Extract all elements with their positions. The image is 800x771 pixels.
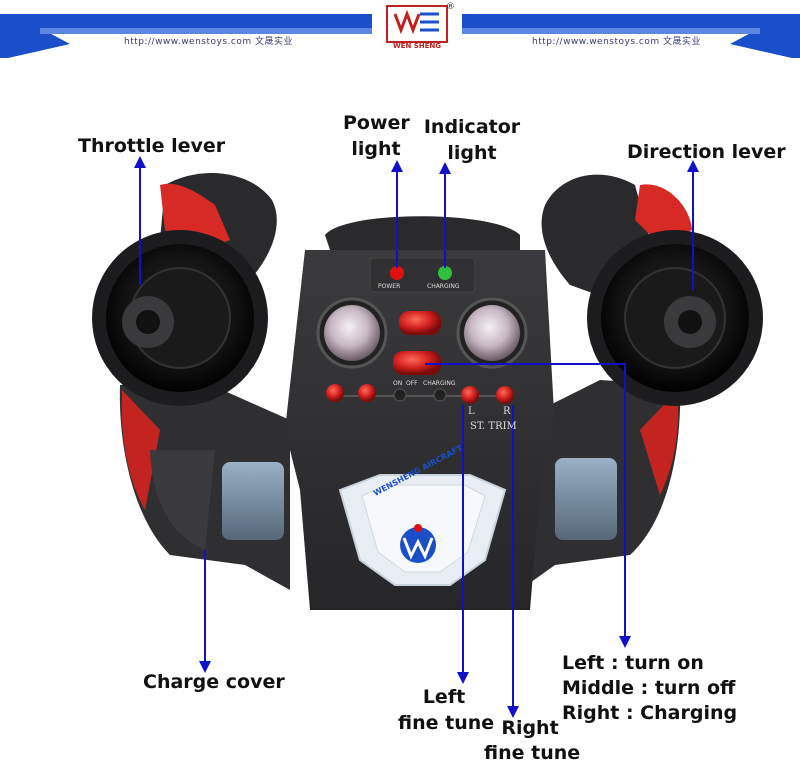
left-charge-cover: [222, 462, 284, 540]
left-fine-tune-label-1: Left: [422, 686, 466, 708]
indicator-light-label-1: Indicator: [423, 116, 521, 138]
power-switch[interactable]: [393, 351, 441, 375]
switch-right-label: Right : Charging: [562, 702, 738, 724]
trim-button-1[interactable]: [326, 384, 344, 402]
right-cover: [555, 458, 617, 540]
right-fine-tune-label-1: Right: [501, 717, 559, 739]
trim-l-label: L: [468, 406, 475, 417]
power-panel-label: POWER: [378, 283, 401, 290]
left-handle: [119, 380, 291, 590]
callout-arrows: [134, 156, 699, 718]
switch-left-label: Left : turn on: [562, 652, 704, 674]
right-fine-tune-label-2: fine tune: [484, 742, 581, 764]
throttle-lever-assembly: [92, 173, 277, 406]
power-light-label-1: Power: [343, 112, 410, 134]
header-banner: [0, 14, 800, 58]
charging-led: [438, 266, 452, 280]
left-fine-tune-label-2: fine tune: [398, 712, 495, 734]
off-label: OFF: [406, 380, 418, 387]
charge-cover-label: Charge cover: [143, 671, 285, 693]
header-url-right: http://www.wenstoys.com 文晟实业: [532, 37, 701, 47]
right-lamp: [464, 305, 520, 361]
remote-body: [285, 216, 555, 610]
indicator-light-label-2: light: [447, 142, 497, 164]
left-fine-tune-button[interactable]: [461, 386, 479, 404]
charging-panel-label: CHARGING: [427, 283, 460, 290]
header-url-left: http://www.wenstoys.com 文晟实业: [124, 37, 293, 47]
power-light-label-2: light: [351, 138, 401, 160]
direction-lever-label: Direction lever: [627, 141, 786, 163]
left-lamp: [324, 305, 380, 361]
top-red-button[interactable]: [399, 311, 441, 335]
power-led: [390, 266, 404, 280]
trim-r-label: R: [503, 406, 511, 417]
direction-lever-assembly: [541, 174, 763, 406]
throttle-lever-label: Throttle lever: [78, 135, 226, 157]
logo-text: WEN SHENG: [392, 42, 442, 50]
switch-middle-label: Middle : turn off: [562, 677, 736, 699]
registered-mark: ®: [446, 2, 455, 12]
brand-logo: [386, 5, 448, 43]
st-trim-label: ST. TRIM: [470, 421, 517, 432]
switch-arrow: [425, 363, 631, 648]
trim-button-2[interactable]: [358, 384, 376, 402]
right-handle: [520, 380, 681, 590]
right-fine-tune-button[interactable]: [496, 386, 514, 404]
switch-charging-label: CHARGING: [423, 380, 456, 387]
on-label: ON: [393, 380, 403, 387]
